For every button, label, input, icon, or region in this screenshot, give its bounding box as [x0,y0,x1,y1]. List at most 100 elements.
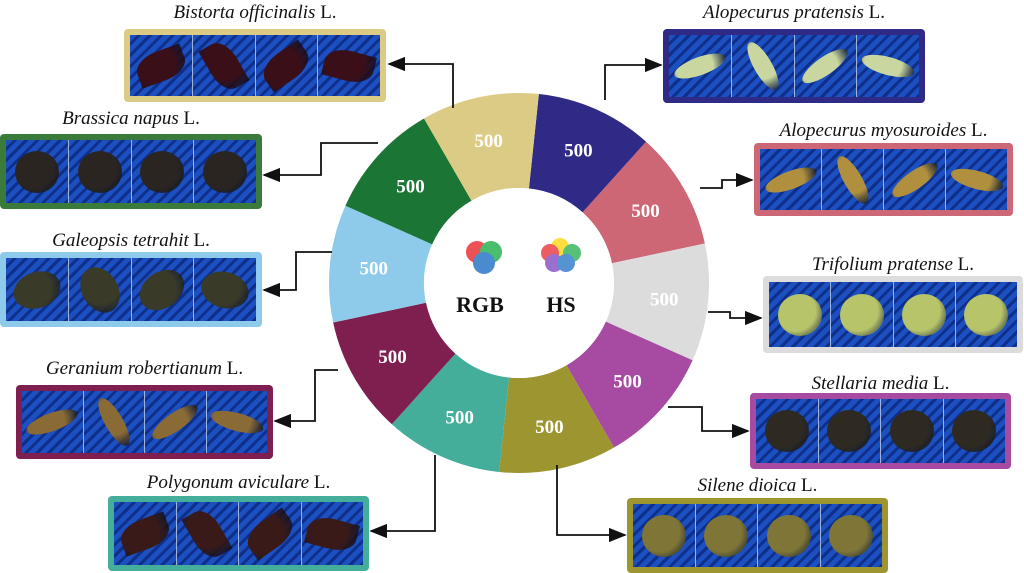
species-title-silene-dioica: Silene dioica L. [698,475,818,497]
connector-arrow [387,56,454,108]
seed-image [206,391,267,453]
species-name: Bistorta officinalis [173,2,316,23]
species-title-galeopsis-tetrahit: Galeopsis tetrahit L. [52,230,210,252]
seed [902,293,947,336]
seed-image [130,35,193,96]
seed [77,150,122,193]
seed [240,506,299,561]
seed [741,38,784,94]
segment-count-label: 500 [564,141,593,162]
seed [859,50,917,82]
seed-image [893,282,956,347]
seed [704,514,749,557]
seed [198,36,250,95]
seed-image [255,35,319,96]
seed-image [301,502,363,565]
species-title-stellaria-media: Stellaria media L. [812,373,950,395]
seed-image [760,149,822,210]
donut-segment [528,94,647,213]
seed-image-strip-bistorta-officinalis [124,29,386,102]
donut-segment [499,365,614,473]
seed [116,510,174,557]
species-name: Alopecurus pratensis [702,2,864,23]
seed [764,410,809,452]
seed-image [881,399,944,463]
species-title-alopecurus-myosuroides: Alopecurus myosuroides L. [780,120,988,142]
seed [132,260,193,319]
seed-image [769,282,832,347]
seed-image [239,502,302,565]
seed [203,150,248,193]
seed-image [68,140,132,203]
seed-image [131,140,195,203]
rgb-label: RGB [456,292,504,317]
connector-arrow [708,310,763,326]
donut-segment [329,205,433,323]
seed-image-strip-alopecurus-myosuroides [754,143,1013,216]
seed-image [884,149,946,210]
seed-image [192,35,256,96]
species-name: Polygonum aviculare [146,472,310,493]
donut-segment [582,141,705,264]
seed-image-strip-polygonum-aviculare [108,496,369,571]
connector-arrow [604,57,663,100]
donut-segment [566,321,693,448]
seed-image [6,258,69,321]
species-title-brassica-napus: Brassica napus L. [62,108,200,130]
species-title-geranium-robertianum: Geranium robertianum L. [46,358,243,380]
seed [92,394,136,450]
seed-image [818,399,881,463]
seed-image [176,502,239,565]
species-authority: L. [309,472,331,493]
seed-image [194,140,256,203]
segment-count-label: 500 [396,176,425,197]
species-authority: L. [952,254,975,275]
seed-image [794,35,858,97]
seed [766,514,811,557]
connector-arrow [262,251,332,298]
seed-image [68,258,132,321]
seed-image-strip-silene-dioica [627,498,888,573]
segment-count-label: 500 [360,259,389,280]
seed [181,504,233,563]
seed [8,264,66,315]
seed [952,410,997,452]
seed-image [22,391,84,453]
seed [641,514,686,557]
hs-label: HS [546,292,576,317]
species-name: Stellaria media [811,373,929,394]
seed-image [857,35,919,97]
seed-image [822,149,884,210]
species-name: Brassica napus [62,108,179,129]
seed [798,43,853,89]
species-authority: L. [221,358,244,379]
species-authority: L. [966,120,988,141]
seed [14,150,59,193]
seed-image [145,391,207,453]
species-title-trifolium-pratense: Trifolium pratense L. [812,254,974,276]
seed [304,512,361,555]
connector-arrow [369,455,436,539]
seed [839,293,884,336]
seed-image-strip-brassica-napus [0,134,262,209]
seed-image [831,282,894,347]
seed [829,514,874,557]
seed [208,406,266,438]
seed-image-strip-galeopsis-tetrahit [0,252,262,327]
connector-arrow [556,465,627,543]
connector-arrow [262,142,378,183]
species-name: Alopecurus myosuroides [779,120,967,141]
segment-count-label: 500 [474,131,503,152]
species-authority: L. [315,2,337,23]
connector-arrow [700,172,754,189]
species-title-bistorta-officinalis: Bistorta officinalis L. [173,2,336,24]
species-authority: L. [863,2,886,23]
species-name: Silene dioica [697,475,797,496]
species-name: Trifolium pratense [811,254,953,275]
species-title-polygonum-aviculare: Polygonum aviculare L. [147,472,330,494]
seed [964,293,1009,336]
seed-image [695,504,758,567]
seed-image [669,35,732,97]
